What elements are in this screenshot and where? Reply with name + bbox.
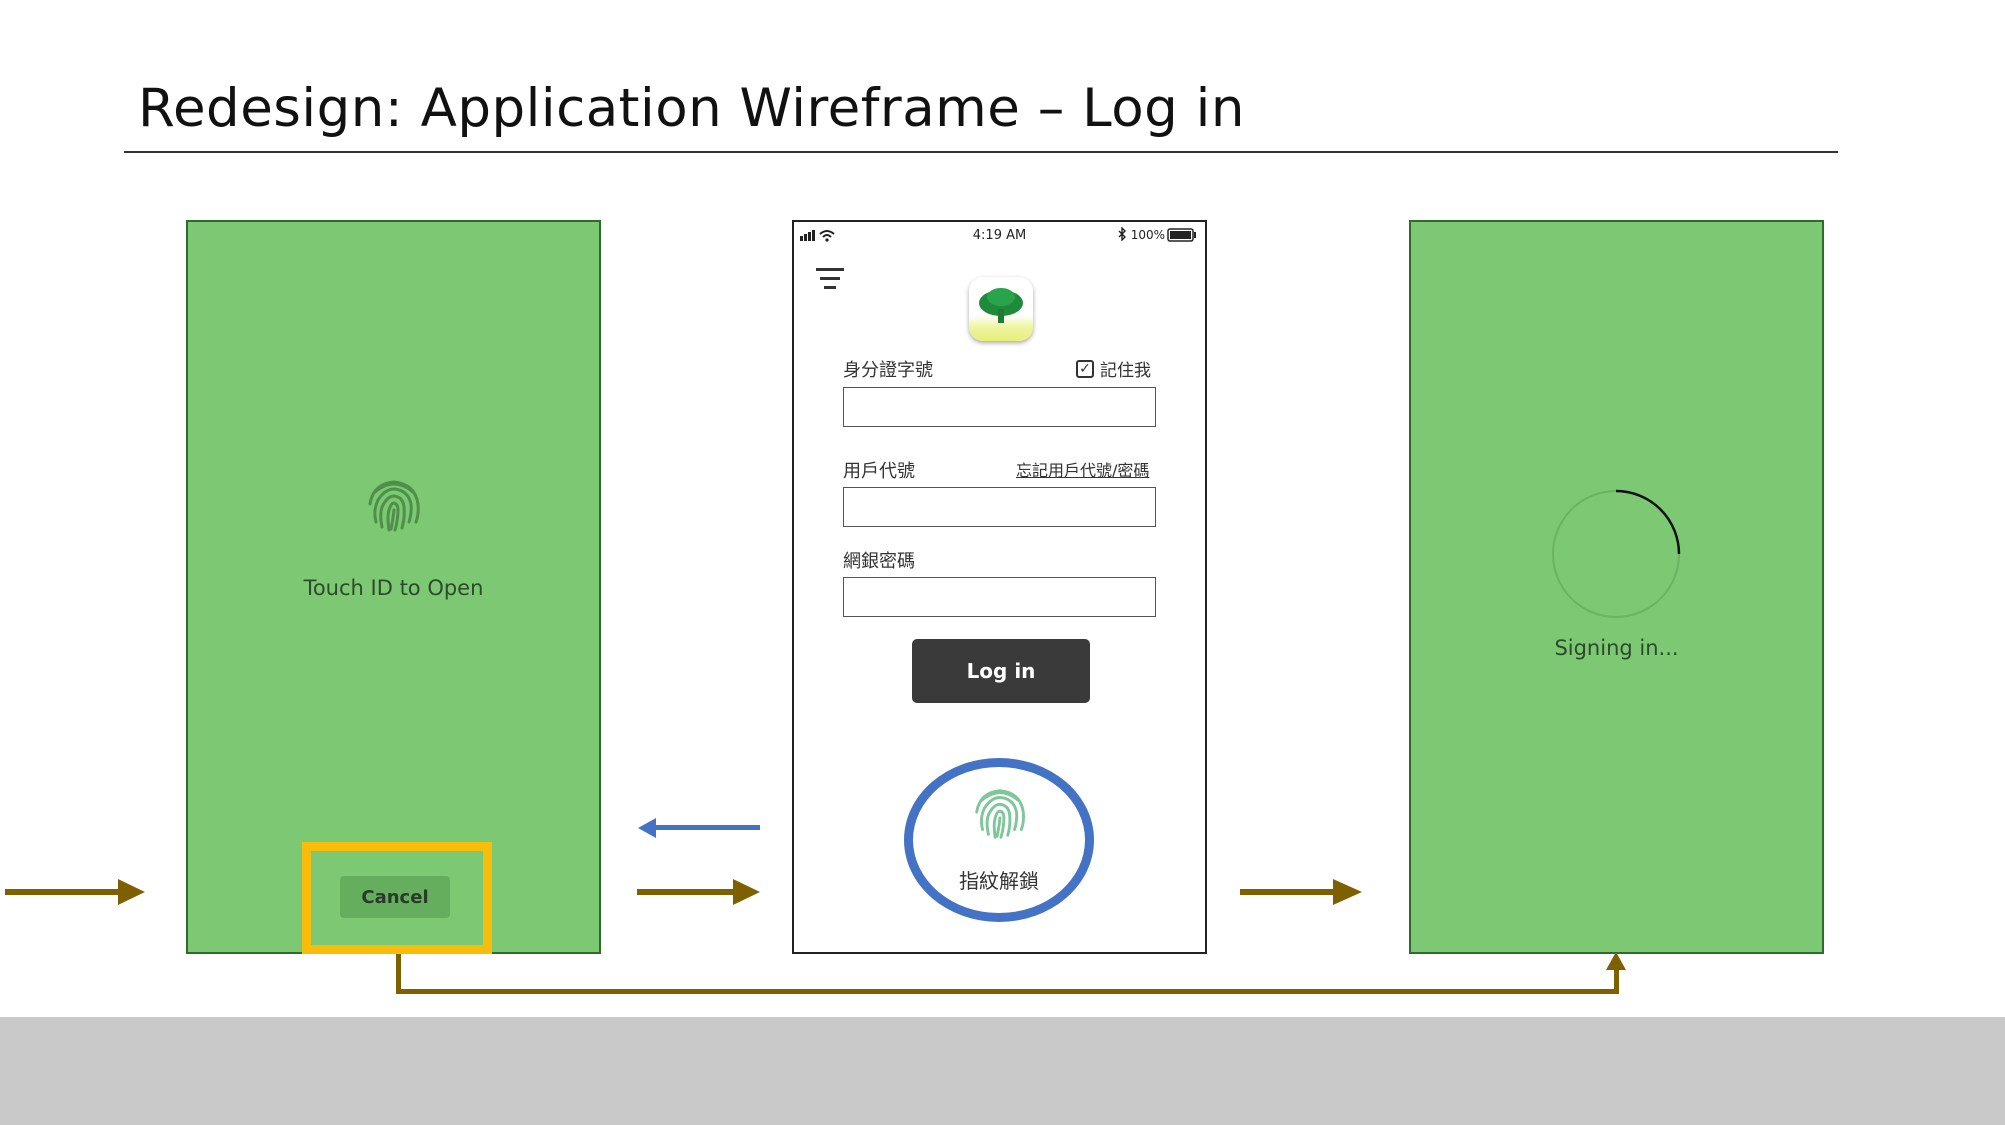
loading-spinner-icon [1552,489,1681,618]
user-code-label: 用戶代號 [843,461,915,482]
remember-me[interactable]: ✓ 記住我 [1076,356,1151,381]
tree-logo-icon [979,288,1023,323]
signing-in-label: Signing in... [1554,636,1679,660]
touch-id-screen: Touch ID to Open [186,220,601,954]
app-logo [969,277,1033,341]
flow-arrow-touch-to-login [637,879,760,905]
signal-icon [800,230,835,242]
cancel-highlight-box [302,842,492,954]
touch-id-label: Touch ID to Open [303,576,484,600]
flow-arrow-back-to-touch [638,818,760,838]
login-screen: 4:19 AM 100% 身分證字號 ✓ 記住我 用戶代號 忘記用戶代號/密碼 … [792,220,1207,954]
flow-arrow-login-to-signing [1240,879,1362,905]
status-time: 4:19 AM [972,228,1027,243]
fingerprint-unlock-label: 指紋解鎖 [959,869,1039,893]
password-label: 網銀密碼 [843,551,915,572]
login-button[interactable]: Log in [912,639,1090,703]
signing-in-screen: Signing in... [1409,220,1824,954]
flow-arrow-into-touch [5,879,145,905]
remember-me-checkbox[interactable]: ✓ [1076,359,1094,378]
flow-connector-cancel-to-signing [396,952,1626,994]
title-underline [124,151,1838,153]
id-number-label: 身分證字號 [843,360,933,381]
battery-icon [1167,228,1196,242]
hamburger-menu-icon[interactable] [814,264,846,294]
fingerprint-icon [368,480,420,532]
fingerprint-icon [975,789,1025,839]
forgot-credentials-link[interactable]: 忘記用戶代號/密碼 [1016,461,1150,480]
password-input[interactable] [843,577,1156,617]
battery-percent: 100% [1130,228,1165,242]
status-bar: 4:19 AM 100% [794,222,1205,248]
slide-title: Redesign: Application Wireframe – Log in [138,78,1245,139]
user-code-input[interactable] [843,487,1156,527]
footer-bar [0,1017,2005,1125]
id-number-input[interactable] [843,387,1156,427]
remember-me-label: 記住我 [1100,361,1151,381]
fingerprint-unlock-button[interactable]: 指紋解鎖 [904,758,1094,922]
cancel-button[interactable]: Cancel [340,876,450,918]
bluetooth-icon [1118,227,1126,241]
